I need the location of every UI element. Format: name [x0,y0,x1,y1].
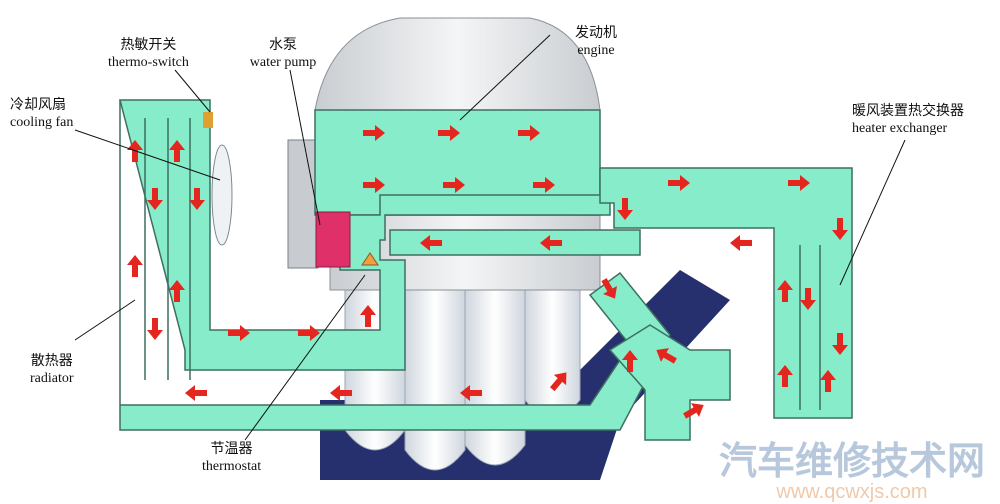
thermostat-cn: 节温器 [210,441,253,457]
heater-exchanger-en: heater exchanger [852,121,948,136]
engine-en: engine [577,43,615,58]
flow-arrow [189,188,205,210]
label-radiator: 散热器 radiator [30,352,74,388]
flow-arrow [730,235,752,251]
cooling-fan-en: cooling fan [10,115,74,130]
flow-arrow [622,350,638,372]
flow-arrows [127,125,848,419]
flow-arrow [169,280,185,302]
flow-arrow [777,365,793,387]
flow-arrow [298,325,320,341]
flow-arrow [147,188,163,210]
flow-arrow [127,255,143,277]
flow-arrow [540,235,562,251]
watermark-text: 汽车维修技术网 [718,439,985,483]
flow-arrow [443,177,465,193]
flow-arrow [185,385,207,401]
flow-arrow [656,348,677,364]
engine-head [314,17,601,111]
water-pump [315,211,351,268]
thermo-switch [203,112,213,128]
flow-arrow [438,125,460,141]
flow-arrow [832,218,848,240]
leader-lines [74,34,906,441]
flow-arrow [683,403,704,419]
flow-arrow [617,198,633,220]
heater-exchanger-cn: 暖风装置热交换器 [852,103,964,119]
flow-arrow [169,140,185,162]
flow-arrow [832,333,848,355]
thermo-switch-cn: 热敏开关 [120,37,177,53]
water-pump-en: water pump [249,55,317,70]
thermo-switch-en: thermo-switch [108,55,189,70]
flow-arrow [363,177,385,193]
flow-arrow [360,305,376,327]
flow-arrow [777,280,793,302]
flow-arrow [668,175,690,191]
water-pump-cn: 水泵 [269,37,297,53]
radiator-cn: 散热器 [30,353,73,369]
label-engine: 发动机 engine [568,24,624,60]
thermostat-en: thermostat [202,459,262,474]
flow-arrow [460,385,482,401]
flow-arrow [518,125,540,141]
coolant-pipes [119,99,853,441]
cooling-fan [211,144,233,246]
flow-arrow [533,177,555,193]
flow-arrow [800,288,816,310]
cooling-fan-cn: 冷却风扇 [10,97,66,113]
flow-arrow [601,278,617,299]
pump-pulley [287,139,319,269]
flow-arrow [147,318,163,340]
label-thermo-switch: 热敏开关 thermo-switch [108,36,189,72]
flow-arrow [228,325,250,341]
flow-arrow [788,175,810,191]
flow-arrow [363,125,385,141]
flow-arrow [549,372,567,392]
flow-arrow [820,370,836,392]
watermark: 汽车维修技术网 www.qcwxjs.com [710,440,994,502]
flow-arrow [420,235,442,251]
thermostat [361,252,379,266]
flow-arrow [330,385,352,401]
watermark-url: www.qcwxjs.com [776,481,928,503]
radiator-en: radiator [30,371,74,386]
engine-cn: 发动机 [575,25,617,41]
label-water-pump: 水泵 water pump [243,36,323,72]
label-thermostat: 节温器 thermostat [202,440,261,476]
label-heater-exchanger: 暖风装置热交换器 heater exchanger [852,102,964,138]
label-cooling-fan: 冷却风扇 cooling fan [10,96,73,132]
